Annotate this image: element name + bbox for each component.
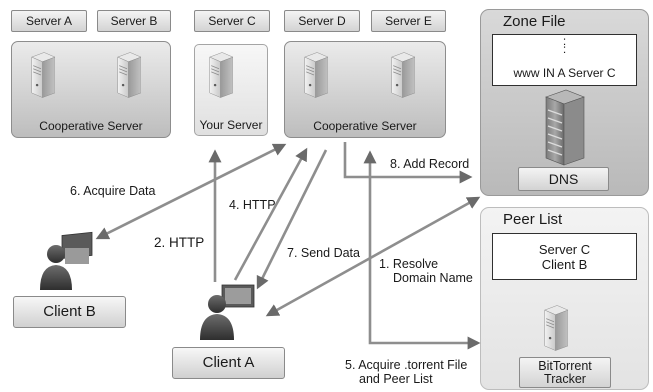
- tracker-label-line: Tracker: [544, 372, 586, 386]
- arrow-6-acquire-data: [95, 143, 287, 240]
- step-6-label: 6. Acquire Data: [70, 184, 156, 198]
- arrow-5-acquire-torrent: [363, 150, 481, 350]
- client-b-icon: [40, 231, 93, 290]
- tracker-server-icon: [544, 305, 568, 351]
- dns-server-icon: [545, 89, 585, 166]
- tracker-label-line: BitTorrent: [538, 359, 592, 373]
- peer-list-title: Peer List: [503, 211, 563, 228]
- server-a-tag: Server A: [11, 10, 87, 32]
- your-server-label: Your Server: [199, 118, 263, 132]
- step-7-label: 7. Send Data: [287, 246, 360, 260]
- server-d-icon: [304, 52, 328, 98]
- step-1-label: 1. Resolve Domain Name: [379, 257, 473, 285]
- server-d-tag: Server D: [284, 10, 360, 32]
- server-c-icon: [209, 52, 233, 98]
- step-2-label: 2. HTTP: [154, 235, 205, 250]
- flow-arrows: [95, 142, 481, 350]
- zone-file-ellipsis: :: [562, 34, 567, 48]
- cooperative-server-label-right: Cooperative Server: [313, 119, 417, 133]
- zone-file-title: Zone File: [503, 13, 566, 30]
- client-a-label: Client A: [172, 347, 285, 379]
- zone-file-ellipsis-2: :: [562, 42, 567, 56]
- server-b-tag: Server B: [97, 10, 171, 32]
- step-8-label: 8. Add Record: [390, 157, 470, 171]
- step-5-line: and Peer List: [359, 372, 433, 386]
- server-e-icon: [391, 52, 415, 98]
- server-b-icon: [117, 52, 141, 98]
- peer-list-box: Server C Client B: [492, 233, 637, 280]
- step-1-line: 1. Resolve: [379, 257, 439, 271]
- server-e-tag: Server E: [371, 10, 446, 32]
- peer-list-entry: Server C: [538, 242, 591, 257]
- cooperative-server-group-right: Cooperative Server: [284, 41, 446, 138]
- peer-list-entry: Client B: [541, 257, 588, 272]
- step-4-label: 4. HTTP: [229, 198, 276, 212]
- step-5-label: 5. Acquire .torrent File and Peer List: [345, 358, 467, 386]
- peer-list-panel: Peer List Server C Client B BitTorrent T…: [480, 207, 649, 390]
- step-5-line: 5. Acquire .torrent File: [345, 358, 468, 372]
- server-a-icon: [31, 52, 55, 98]
- client-b-label: Client B: [13, 296, 126, 328]
- zone-file-record: www IN A Server C: [513, 66, 616, 80]
- bittorrent-tracker-label: BitTorrent Tracker: [519, 357, 611, 388]
- cooperative-server-label-left: Cooperative Server: [39, 119, 143, 133]
- step-1-line: Domain Name: [393, 271, 473, 285]
- dns-label: DNS: [518, 167, 609, 191]
- client-a-icon: [200, 284, 255, 340]
- server-c-tag: Server C: [194, 10, 270, 32]
- zone-file-record-box: : : www IN A Server C: [492, 34, 637, 86]
